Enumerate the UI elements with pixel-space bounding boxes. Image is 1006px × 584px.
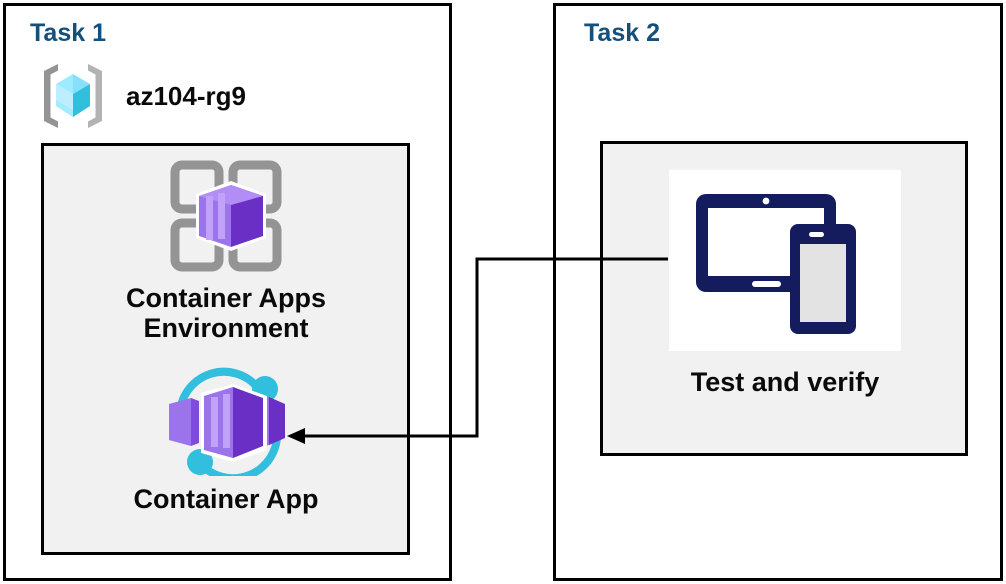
node-container-app: Container App	[61, 366, 391, 514]
node-caption-test-and-verify: Test and verify	[690, 367, 880, 397]
orbit-dot-bottom	[187, 449, 213, 475]
container-apps-environment-icon	[170, 160, 282, 272]
node-test-and-verify: Test and verify	[640, 170, 930, 397]
resource-group-row: az104-rg9	[36, 58, 366, 134]
test-icon-plate	[669, 170, 901, 351]
node-container-apps-environment: Container Apps Environment	[61, 155, 391, 343]
resource-group-icon	[44, 64, 102, 128]
task-1-title: Task 1	[30, 19, 106, 47]
devices-test-icon	[696, 193, 856, 334]
resource-group-label: az104-rg9	[126, 80, 246, 111]
node-caption-container-app: Container App	[133, 484, 319, 514]
node-caption-container-apps-environment: Container Apps Environment	[125, 283, 326, 344]
task-2-title: Task 2	[584, 19, 660, 47]
container-app-icon	[169, 367, 285, 476]
